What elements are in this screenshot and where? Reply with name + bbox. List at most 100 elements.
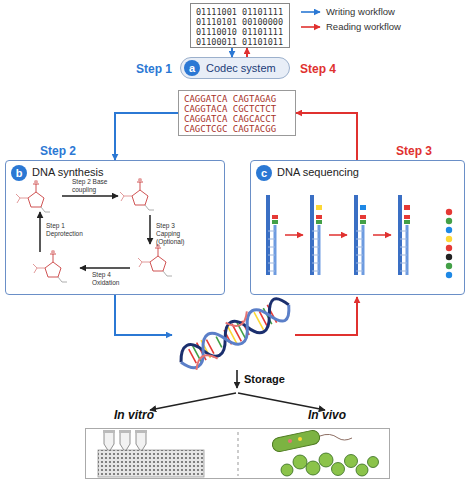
synthesis-cycle — [120, 178, 154, 210]
synthesis-cycle — [33, 250, 67, 282]
tubes — [103, 430, 147, 452]
well-plate — [98, 450, 204, 477]
storage-type: In vitro — [114, 408, 154, 422]
sequencing-illustration — [360, 205, 366, 210]
tubes — [136, 432, 146, 452]
dna-helix — [174, 293, 295, 375]
synthesis-cycle — [16, 178, 172, 282]
sequencing-illustration — [404, 205, 410, 210]
yeast-cells — [319, 453, 333, 467]
tubes — [103, 430, 115, 433]
yeast-cells — [345, 455, 358, 468]
sequencing-illustration — [400, 195, 410, 275]
sequencing-illustration — [356, 195, 366, 275]
dna-helix — [201, 312, 263, 358]
divider — [238, 432, 239, 476]
yeast-cells — [356, 464, 368, 476]
sequencing-illustration — [446, 245, 452, 251]
step-label: Step 1 — [136, 62, 172, 76]
workflow-arrow — [115, 113, 178, 160]
workflow-arrow — [296, 113, 357, 160]
synthesis-cycle — [39, 212, 41, 252]
synthesis-cycle — [80, 267, 130, 269]
step-label: Step 2 — [40, 144, 76, 158]
bacterium — [320, 434, 352, 440]
cycle-step-label: Step 2 Base coupling — [72, 178, 112, 194]
bacterium — [298, 437, 302, 441]
legend-text: Writing workflow — [326, 6, 395, 17]
yeast-cells — [281, 453, 379, 476]
yeast-cells — [281, 464, 293, 476]
dna-helix — [175, 294, 294, 372]
legend-arrow — [300, 22, 322, 32]
legend-text: Reading workflow — [326, 21, 401, 32]
sequencing-illustration — [446, 218, 452, 224]
step-label: Step 3 — [396, 144, 432, 158]
panel-letter: c — [256, 165, 272, 181]
bacterium — [271, 429, 352, 453]
bacterium — [271, 429, 321, 453]
synthesis-cycle — [16, 180, 50, 212]
codec-box: a Codec system — [180, 57, 290, 79]
sequencing-illustration — [373, 234, 391, 236]
writing-line — [115, 295, 172, 335]
panel-title: DNA synthesis — [32, 166, 104, 178]
well-plate — [98, 450, 204, 477]
sequencing-illustration — [285, 234, 303, 236]
binary-text: 01111001 01101111 01110101 00100000 0111… — [196, 7, 286, 47]
sequencing-illustration — [446, 227, 452, 233]
branch-arrow — [238, 393, 325, 410]
sequencing-illustration — [446, 263, 452, 269]
legend-arrow-line — [301, 26, 320, 28]
dna-helix — [175, 294, 294, 372]
cycle-step-label: Step 4 Oxidation — [92, 271, 132, 287]
workflow-arrow — [231, 48, 233, 57]
storage-type: In vivo — [308, 408, 346, 422]
yeast-cells — [332, 463, 345, 476]
dna-sequence-box: CAGGATCA CAGTAGAG CAGGTACA CGCTCTCT CAGG… — [178, 90, 296, 136]
step-label: Step 4 — [300, 62, 336, 76]
synthesis-panel: b DNA synthesis — [5, 160, 225, 295]
tubes — [135, 430, 147, 433]
branch-arrow — [150, 393, 236, 410]
tubes — [120, 432, 130, 452]
sequencing-illustration — [329, 234, 347, 236]
bacterium — [288, 439, 292, 443]
dna-sequence-text: CAGGATCA CAGTAGAG CAGGTACA CGCTCTCT CAGG… — [184, 94, 292, 134]
sequencing-illustration — [446, 254, 452, 260]
sequencing-illustration — [312, 195, 322, 275]
storage-label: Storage — [244, 373, 285, 385]
cycle-step-label: Step 1 Deprotection — [46, 222, 86, 238]
yeast-cells — [368, 457, 379, 468]
synthesis-cycle — [138, 244, 172, 276]
synthesis-cycle — [62, 195, 118, 197]
binary-data-box: 01111001 01101111 01110101 00100000 0111… — [190, 3, 290, 48]
workflow-arrow — [246, 48, 248, 57]
sequencing-illustration — [268, 195, 278, 275]
dna-helix — [181, 305, 277, 369]
reading-line — [295, 297, 357, 335]
dna-helix — [183, 311, 260, 370]
tubes — [104, 432, 114, 452]
legend-arrow-line — [301, 11, 320, 13]
node-title: Codec system — [206, 62, 276, 74]
sequencing-illustration — [446, 236, 452, 242]
well-plate — [98, 450, 204, 477]
panel-letter: a — [184, 60, 200, 76]
tubes — [119, 430, 131, 433]
legend-arrow — [300, 7, 322, 17]
sequencing-illustration — [268, 195, 452, 278]
sequencing-illustration — [316, 205, 322, 210]
panel-letter: b — [11, 165, 27, 181]
storage-arrow — [236, 370, 238, 388]
yeast-cells — [293, 455, 307, 469]
synthesis-cycle — [149, 215, 151, 244]
sequencing-illustration — [446, 209, 452, 215]
yeast-cells — [306, 461, 320, 475]
